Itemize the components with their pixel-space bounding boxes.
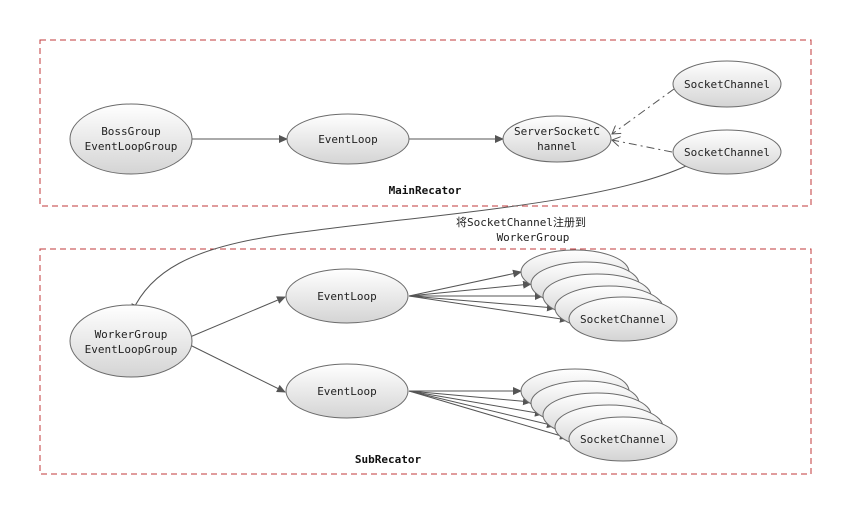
sub-eventloop-2-label: EventLoop xyxy=(317,385,377,398)
socket-channel-stack-2: SocketChannel xyxy=(520,368,678,462)
sub-socket-channel-2-label: SocketChannel xyxy=(580,433,666,446)
server-socket-channel-label: ServerSocketC xyxy=(514,125,600,138)
edge-register-to-workergroup xyxy=(131,165,687,313)
server-socket-channel-sublabel: hannel xyxy=(537,140,577,153)
main-reactor-region xyxy=(39,39,812,207)
edge-socketchannel2-to-server xyxy=(612,140,673,153)
sub-eventloop-node-1: EventLoop xyxy=(285,268,409,324)
boss-group-node: BossGroup EventLoopGroup xyxy=(69,103,193,175)
worker-group-node: WorkerGroup EventLoopGroup xyxy=(69,304,193,378)
sub-reactor-region xyxy=(39,248,812,475)
edge-socketchannel1-to-server xyxy=(612,88,675,134)
sub-socket-channel-node-1: SocketChannel xyxy=(568,296,678,342)
boss-group-sublabel: EventLoopGroup xyxy=(85,140,178,153)
socket-channel-node-1: SocketChannel xyxy=(672,60,782,108)
sub-socket-channel-1-label: SocketChannel xyxy=(580,313,666,326)
register-note-line2: WorkerGroup xyxy=(497,231,570,244)
sub-eventloop-1-label: EventLoop xyxy=(317,290,377,303)
boss-group-label: BossGroup xyxy=(101,125,161,138)
edge-worker-to-eventloop2 xyxy=(189,344,286,393)
sub-eventloop-node-2: EventLoop xyxy=(285,363,409,419)
worker-group-label: WorkerGroup xyxy=(95,328,168,341)
main-eventloop-node: EventLoop xyxy=(286,113,410,165)
main-reactor-label: MainRecator xyxy=(389,184,462,197)
edge-worker-to-eventloop1 xyxy=(189,296,286,338)
fanout-edges-group-2 xyxy=(408,387,569,440)
sub-reactor-label: SubRecator xyxy=(355,453,422,466)
main-eventloop-label: EventLoop xyxy=(318,133,378,146)
socket-channel-node-2: SocketChannel xyxy=(672,129,782,175)
socket-channel-stack-1: SocketChannel xyxy=(520,249,678,342)
worker-group-sublabel: EventLoopGroup xyxy=(85,343,178,356)
register-note-line1: 将SocketChannel注册到 xyxy=(456,215,586,229)
socket-channel-1-label: SocketChannel xyxy=(684,78,770,91)
sub-socket-channel-node-2: SocketChannel xyxy=(568,416,678,462)
socket-channel-2-label: SocketChannel xyxy=(684,146,770,159)
fanout-edges-group-1 xyxy=(408,269,569,323)
server-socket-channel-node: ServerSocketC hannel xyxy=(502,115,612,163)
